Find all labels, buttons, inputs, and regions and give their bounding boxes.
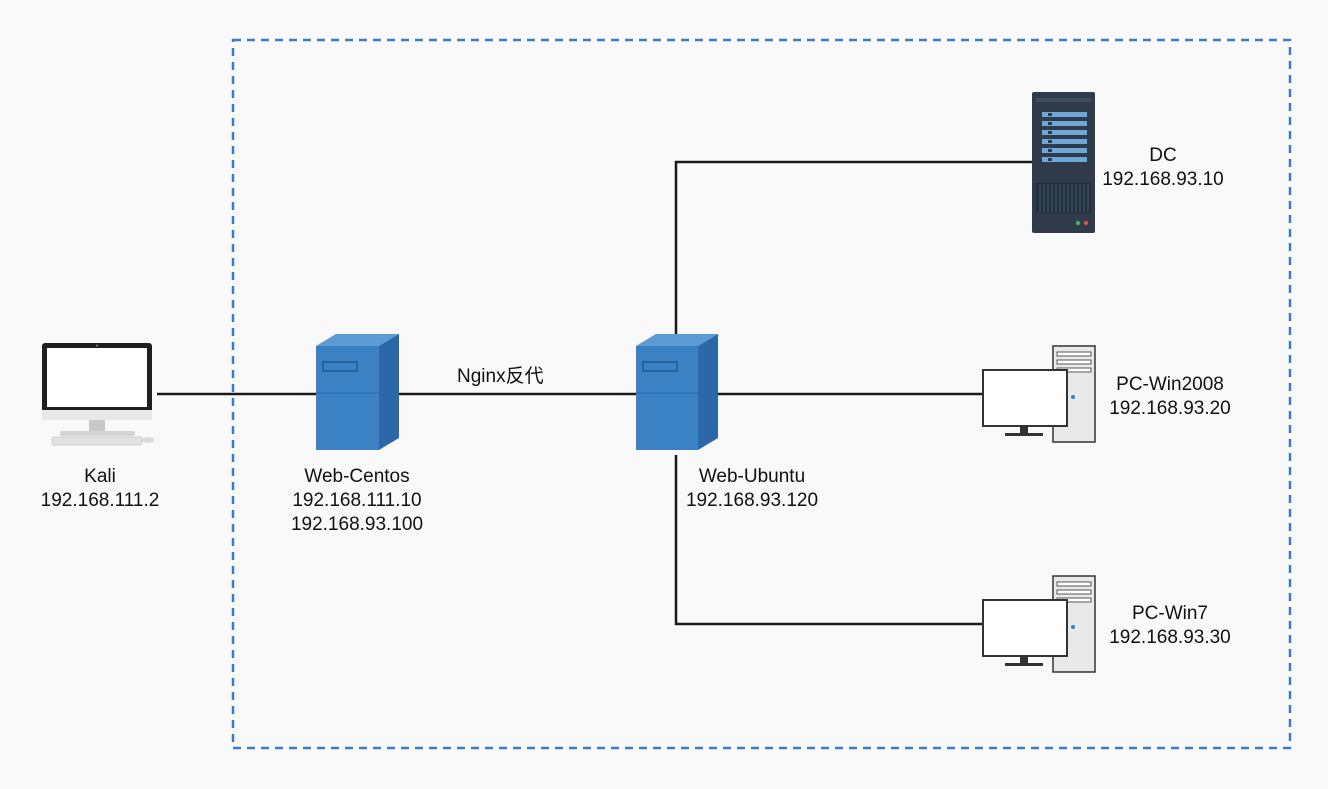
node-name-dc: DC <box>1149 145 1177 166</box>
rack-server-icon <box>1032 92 1095 233</box>
node-ip-dc-1: 192.168.93.10 <box>1102 169 1224 190</box>
node-ip-web-ubuntu-1: 192.168.93.120 <box>685 490 819 511</box>
node-ip-web-centos-1: 192.168.111.10 <box>292 490 422 511</box>
desktop-pc-icon <box>982 575 1096 673</box>
node-label-kali: Kali 192.168.111.2 <box>30 465 170 513</box>
link-label-centos-ubuntu: Nginx反代 <box>457 366 544 387</box>
links <box>157 160 1032 626</box>
node-label-dc: DC 192.168.93.10 <box>1093 144 1233 192</box>
tower-server-icon <box>636 334 718 450</box>
desktop-monitor-icon <box>42 343 154 446</box>
desktop-pc-icon <box>982 345 1096 443</box>
tower-server-icon <box>316 334 399 450</box>
node-name-pc-win7: PC-Win7 <box>1131 603 1208 624</box>
node-label-pc-win2008: PC-Win2008 192.168.93.20 <box>1100 373 1240 421</box>
node-label-pc-win7: PC-Win7 192.168.93.30 <box>1100 602 1240 650</box>
node-ip-pc-win7-1: 192.168.93.30 <box>1109 627 1231 648</box>
node-name-kali: Kali <box>84 466 116 487</box>
node-name-web-centos: Web-Centos <box>304 466 410 487</box>
node-name-web-ubuntu: Web-Ubuntu <box>698 466 806 487</box>
link-ubuntu-win7 <box>674 455 983 626</box>
node-ip-pc-win2008-1: 192.168.93.20 <box>1109 398 1231 419</box>
node-name-pc-win2008: PC-Win2008 <box>1116 374 1224 395</box>
node-label-web-ubuntu: Web-Ubuntu 192.168.93.120 <box>677 465 827 513</box>
link-ubuntu-dc <box>674 160 1032 334</box>
node-ip-kali-1: 192.168.111.2 <box>40 490 160 511</box>
node-label-web-centos: Web-Centos 192.168.111.10 192.168.93.100 <box>282 465 432 537</box>
node-ip-web-centos-2: 192.168.93.100 <box>290 514 424 535</box>
